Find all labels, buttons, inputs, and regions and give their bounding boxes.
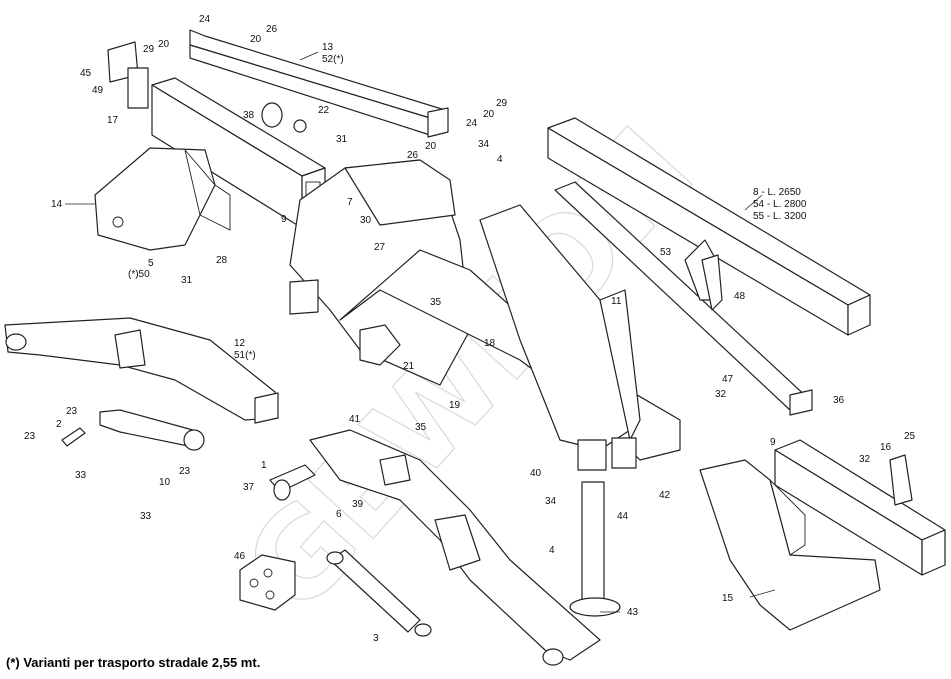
plate-16 <box>889 454 913 506</box>
cylinder-10 <box>99 409 205 451</box>
label-53: 53 <box>660 247 672 258</box>
label-4b: 4 <box>549 545 555 556</box>
label-20b: 20 <box>158 39 170 50</box>
arm-12 <box>4 317 279 424</box>
label-30: 30 <box>360 215 372 226</box>
roller-38 <box>261 102 307 133</box>
label-5: 5 <box>148 258 154 269</box>
label-47: 47 <box>722 374 734 385</box>
label-24a: 24 <box>199 14 211 25</box>
plate-49 <box>107 41 149 109</box>
label-21: 21 <box>403 361 415 372</box>
label-7: 7 <box>347 197 353 208</box>
label-44: 44 <box>617 511 629 522</box>
footnote: (*) Varianti per trasporto stradale 2,55… <box>6 655 261 670</box>
valve-block-46 <box>239 554 296 611</box>
label-18: 18 <box>484 338 496 349</box>
tube-9-right <box>774 439 946 576</box>
label-27: 27 <box>374 242 386 253</box>
label-46: 46 <box>234 551 246 562</box>
label-23a: 23 <box>66 406 78 417</box>
lower-arm <box>309 429 601 666</box>
label-28: 28 <box>216 255 228 266</box>
bracket-15 <box>699 459 881 631</box>
label-20c: 20 <box>483 109 495 120</box>
part-labels: 24 26 20 13 52(*) 29 20 45 49 17 24 29 2… <box>24 14 916 644</box>
label-1: 1 <box>261 460 267 471</box>
label-12: 12 <box>234 338 246 349</box>
stand-43 <box>569 481 621 617</box>
label-14: 14 <box>51 199 63 210</box>
label-52: 52(*) <box>322 54 344 65</box>
label-31b: 31 <box>181 275 193 286</box>
label-11: 11 <box>611 296 622 307</box>
label-39: 39 <box>352 499 364 510</box>
label-41: 41 <box>349 414 361 425</box>
label-17: 17 <box>107 115 119 126</box>
label-49: 49 <box>92 85 104 96</box>
label-6: 6 <box>336 509 342 520</box>
label-20a: 20 <box>250 34 262 45</box>
label-40: 40 <box>530 468 542 479</box>
label-19: 19 <box>449 400 461 411</box>
label-33b: 33 <box>140 511 152 522</box>
label-35a: 35 <box>430 297 442 308</box>
leader-lines <box>65 51 776 613</box>
label-29a: 29 <box>143 44 155 55</box>
label-16: 16 <box>880 442 892 453</box>
label-22: 22 <box>318 105 330 116</box>
hook-53 <box>684 239 723 311</box>
label-20d: 20 <box>425 141 437 152</box>
label-13: 13 <box>322 42 334 53</box>
label-26b: 26 <box>407 150 419 161</box>
label-32b: 32 <box>859 454 871 465</box>
label-9a: 9 <box>281 214 287 225</box>
label-8: 8 - L. 2650 <box>753 187 801 198</box>
label-45: 45 <box>80 68 92 79</box>
label-4a: 4 <box>497 154 503 165</box>
label-24b: 24 <box>466 118 478 129</box>
label-36: 36 <box>833 395 845 406</box>
label-2: 2 <box>56 419 62 430</box>
label-38: 38 <box>243 110 255 121</box>
label-26a: 26 <box>266 24 278 35</box>
label-25: 25 <box>904 431 916 442</box>
bar-mount <box>554 181 813 416</box>
label-33a: 33 <box>75 470 87 481</box>
label-50: (*)50 <box>128 269 150 280</box>
label-9b: 9 <box>770 437 776 448</box>
bracket-14 <box>94 147 231 251</box>
label-10: 10 <box>159 477 171 488</box>
label-31a: 31 <box>336 134 348 145</box>
label-51: 51(*) <box>234 350 256 361</box>
label-3: 3 <box>373 633 379 644</box>
label-23b: 23 <box>24 431 36 442</box>
label-48: 48 <box>734 291 746 302</box>
pin-2 <box>61 427 86 447</box>
label-23c: 23 <box>179 466 191 477</box>
label-54: 54 - L. 2800 <box>753 199 807 210</box>
label-43: 43 <box>627 607 639 618</box>
label-32a: 32 <box>715 389 727 400</box>
label-37: 37 <box>243 482 255 493</box>
column-11 <box>479 204 641 471</box>
tube-8 <box>547 117 871 336</box>
label-34a: 34 <box>478 139 490 150</box>
label-29b: 29 <box>496 98 508 109</box>
cylinder-3 <box>326 549 432 637</box>
pin-1 <box>269 464 316 501</box>
label-35b: 35 <box>415 422 427 433</box>
label-55: 55 - L. 3200 <box>753 211 807 222</box>
label-34b: 34 <box>545 496 557 507</box>
label-15: 15 <box>722 593 734 604</box>
top-arm-13 <box>189 29 449 138</box>
label-42: 42 <box>659 490 671 501</box>
